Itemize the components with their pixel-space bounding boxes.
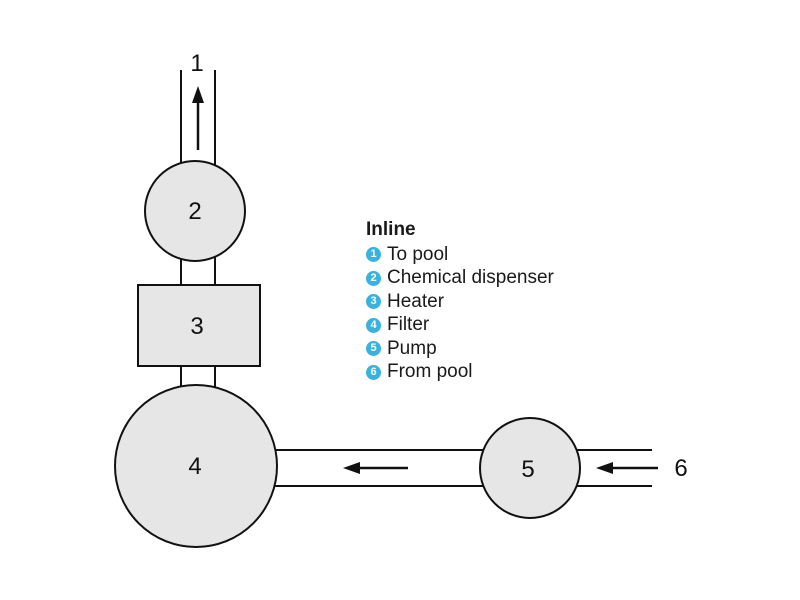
- legend-item-label: Filter: [387, 314, 430, 336]
- filter-node: [114, 384, 278, 548]
- legend-item-label: Chemical dispenser: [387, 267, 554, 289]
- label-2: 2: [188, 198, 201, 225]
- legend-item: 4 Filter: [366, 314, 554, 338]
- legend-item-label: From pool: [387, 361, 473, 383]
- number-badge-icon: 1: [366, 247, 381, 263]
- pipe-from-pool: [570, 449, 652, 487]
- number-badge-icon: 6: [366, 364, 381, 380]
- label-4: 4: [188, 453, 201, 480]
- label-3: 3: [190, 313, 203, 340]
- legend-item: 5 Pump: [366, 337, 554, 361]
- arrow-up-icon: [192, 86, 204, 150]
- number-badge-icon: 3: [366, 294, 381, 310]
- pipe-pump-filter: [270, 449, 490, 487]
- arrow-left-icon: [596, 462, 658, 474]
- chemical-dispenser-node: [144, 160, 246, 262]
- label-6: 6: [674, 455, 687, 482]
- pipe-to-pool: [180, 70, 216, 170]
- legend-item: 1 To pool: [366, 243, 554, 267]
- legend-item: 2 Chemical dispenser: [366, 267, 554, 291]
- number-badge-icon: 5: [366, 341, 381, 357]
- label-1: 1: [190, 50, 203, 77]
- legend-list: 1 To pool 2 Chemical dispenser 3 Heater 4 Filte…: [366, 243, 554, 384]
- pump-node: [479, 417, 581, 519]
- legend-item-label: Pump: [387, 337, 437, 359]
- legend-title: Inline: [366, 219, 416, 240]
- legend-item-label: Heater: [387, 290, 445, 312]
- arrow-left-icon: [343, 462, 408, 474]
- number-badge-icon: 4: [366, 317, 381, 333]
- legend-item: 3 Heater: [366, 290, 554, 314]
- legend-item: 6 From pool: [366, 361, 554, 385]
- legend: Inline 1 To pool 2 Chemical dispenser 3 Heate…: [366, 218, 554, 384]
- heater-node: [137, 284, 261, 367]
- label-5: 5: [521, 456, 534, 483]
- legend-item-label: To pool: [387, 243, 449, 265]
- number-badge-icon: 2: [366, 270, 381, 286]
